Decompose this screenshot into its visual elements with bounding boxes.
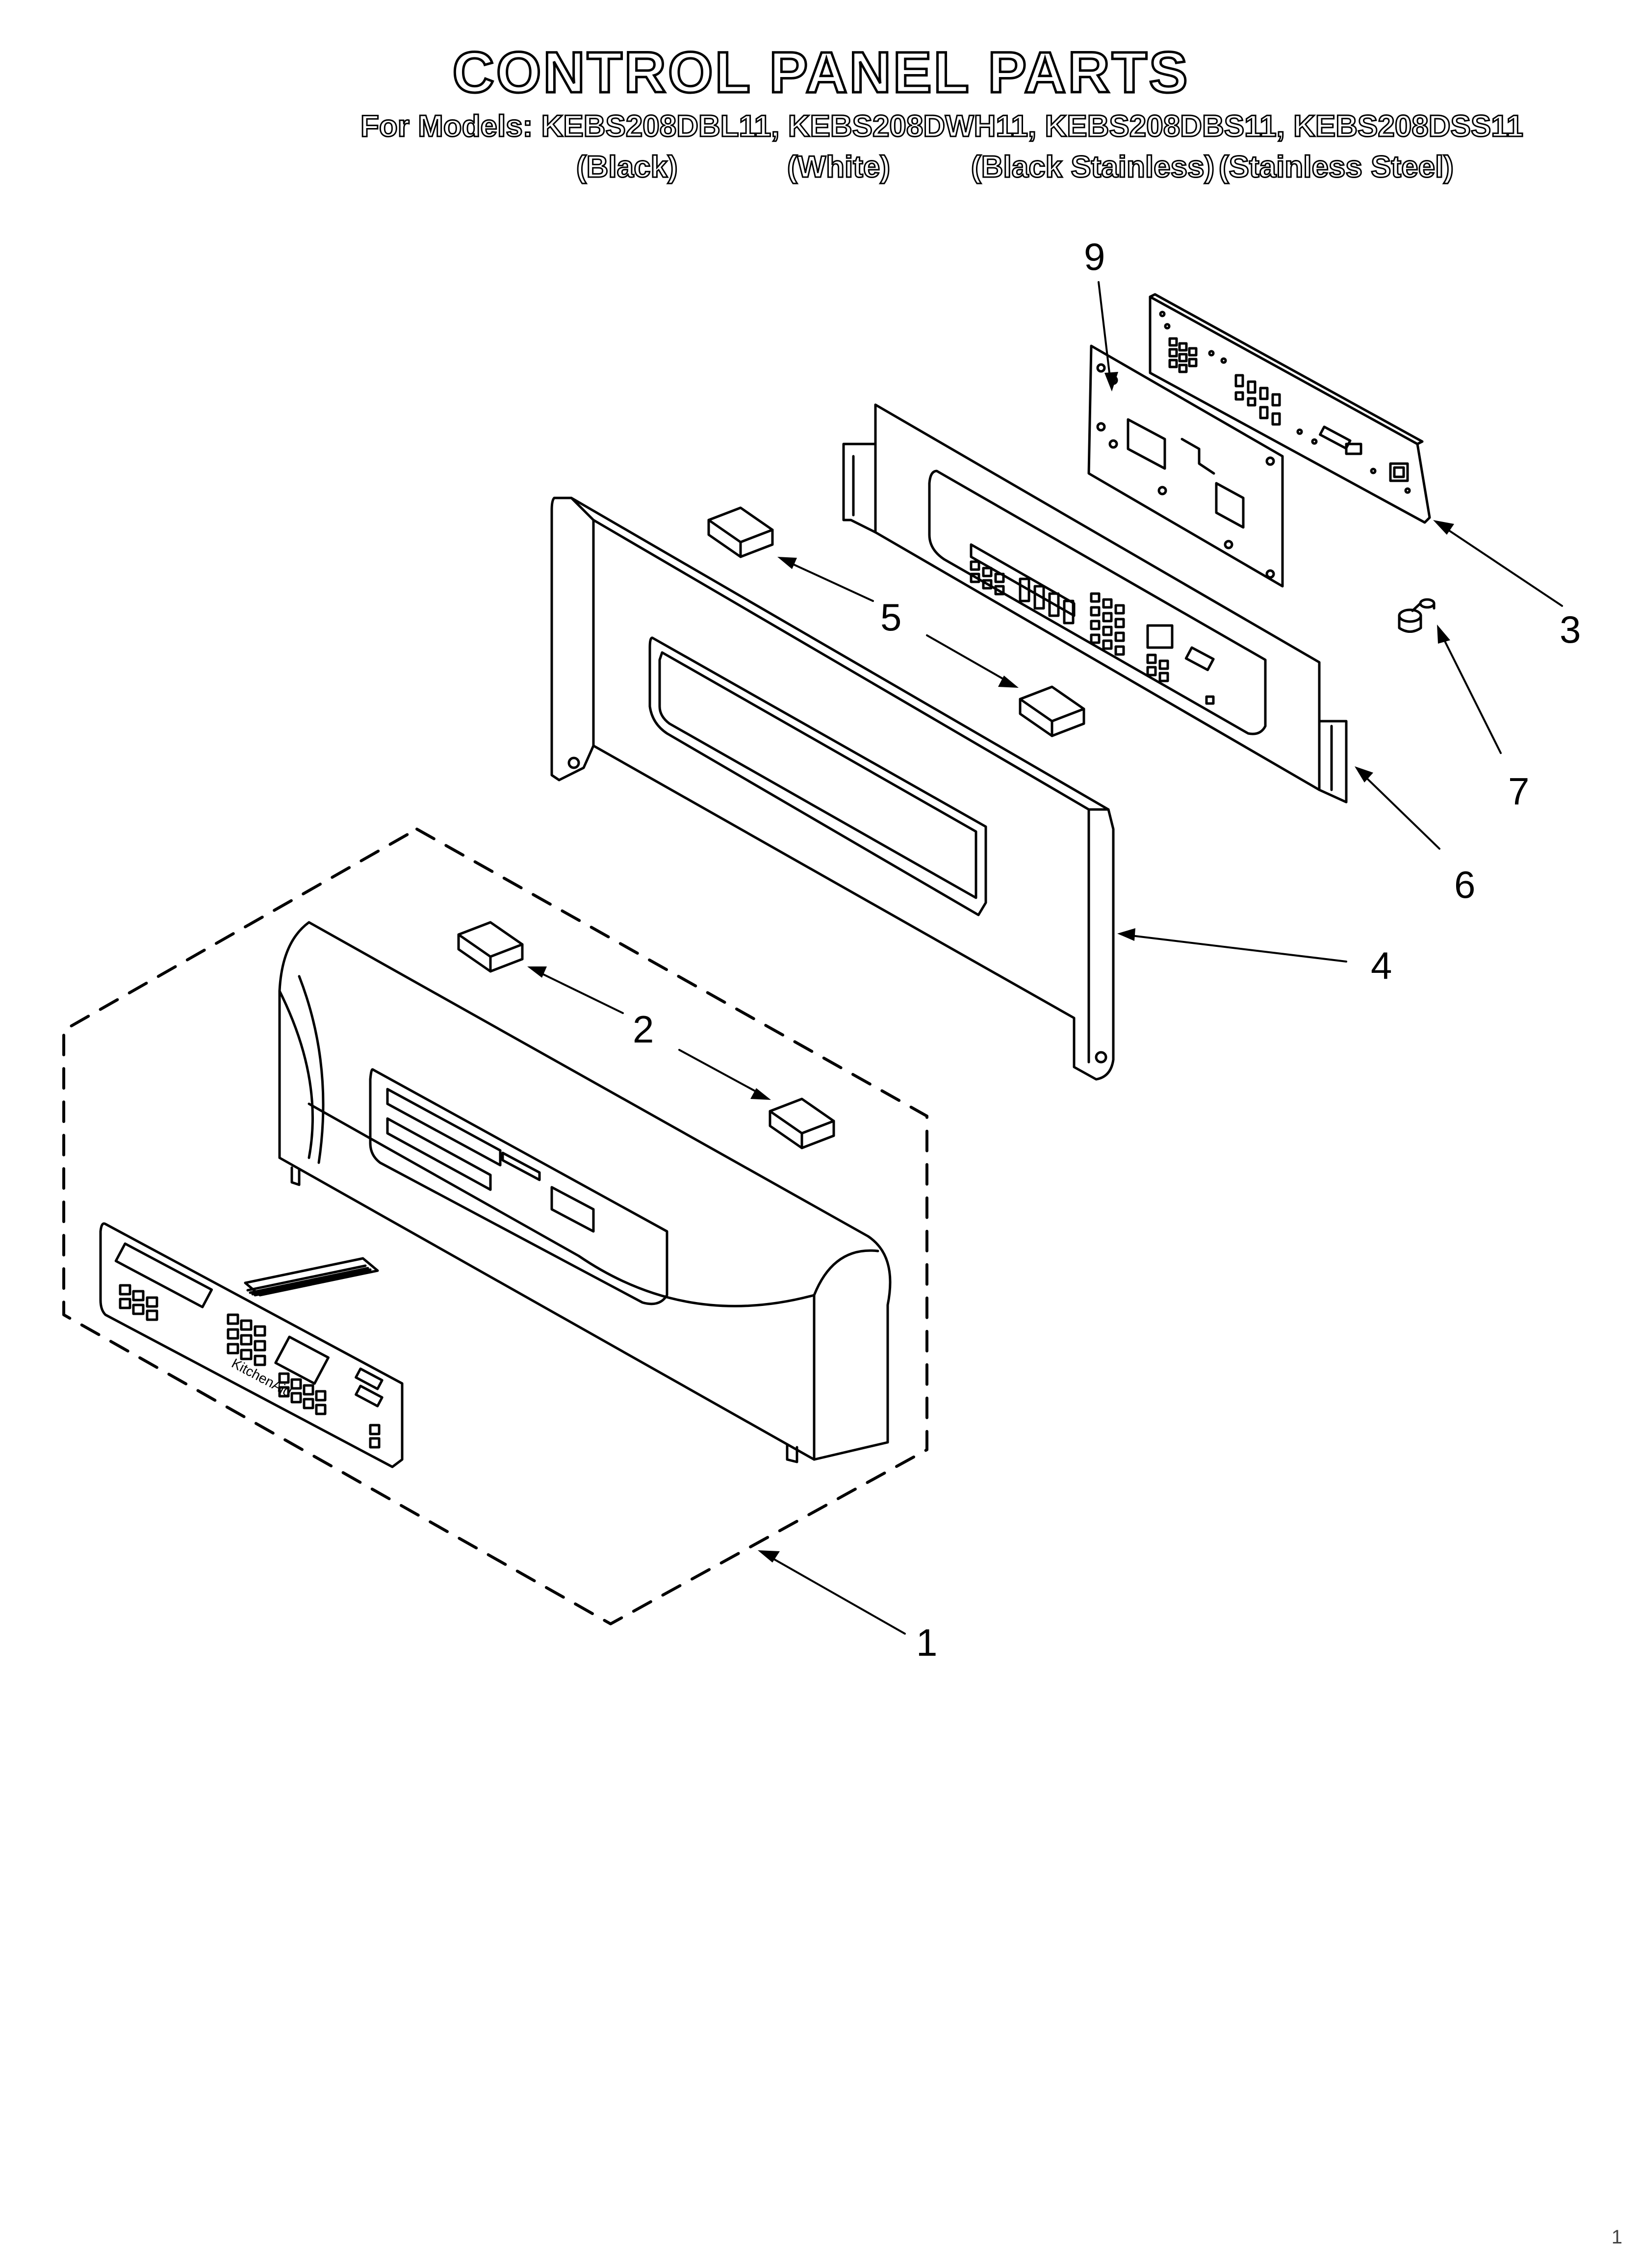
finish-black-stainless: (Black Stainless) [970,150,1215,185]
finish-stainless-steel: (Stainless Steel) [1218,150,1455,185]
callout-7: 7 [1508,770,1529,813]
control-backplate-part [842,403,1348,804]
callout-9: 9 [1084,235,1105,278]
callout-1: 1 [916,1621,937,1664]
electronic-control-board-part [1149,293,1431,524]
model-black: KEBS208DBL11, [540,109,780,144]
callout-4: 4 [1371,944,1392,987]
insulator-part [1087,344,1284,588]
spacer-block-part-5b [1019,685,1085,737]
model-black-stainless: KEBS208DBS11, [1044,109,1285,144]
control-panel-frame-part [550,496,1115,1081]
control-overlay-part [99,1222,404,1468]
spacer-block-part-2b [769,1097,835,1149]
control-panel-housing-part [278,921,892,1463]
spacer-block-part-2a [457,921,524,973]
models-label: For Models: [359,109,533,144]
finish-black: (Black) [576,150,679,185]
page-number: 1 [1611,2226,1622,2248]
assembly-1-boundary [62,828,928,1625]
models-line: For Models: KEBS208DBL11, KEBS208DWH11, … [359,109,1524,144]
model-stainless-steel: KEBS208DSS11 [1293,109,1524,144]
spacer-block-part-5a [707,506,774,558]
callout-2: 2 [633,1008,654,1051]
callout-3: 3 [1560,608,1581,651]
finish-white: (White) [786,150,891,185]
arrowheads [527,372,1454,1563]
page-title: CONTROL PANEL PARTS [451,39,1190,106]
model-white: KEBS208DWH11, [787,109,1037,144]
callout-6: 6 [1454,863,1475,906]
leader-lines [531,281,1563,1635]
standoff-part [1398,598,1436,633]
callout-5: 5 [880,596,901,639]
